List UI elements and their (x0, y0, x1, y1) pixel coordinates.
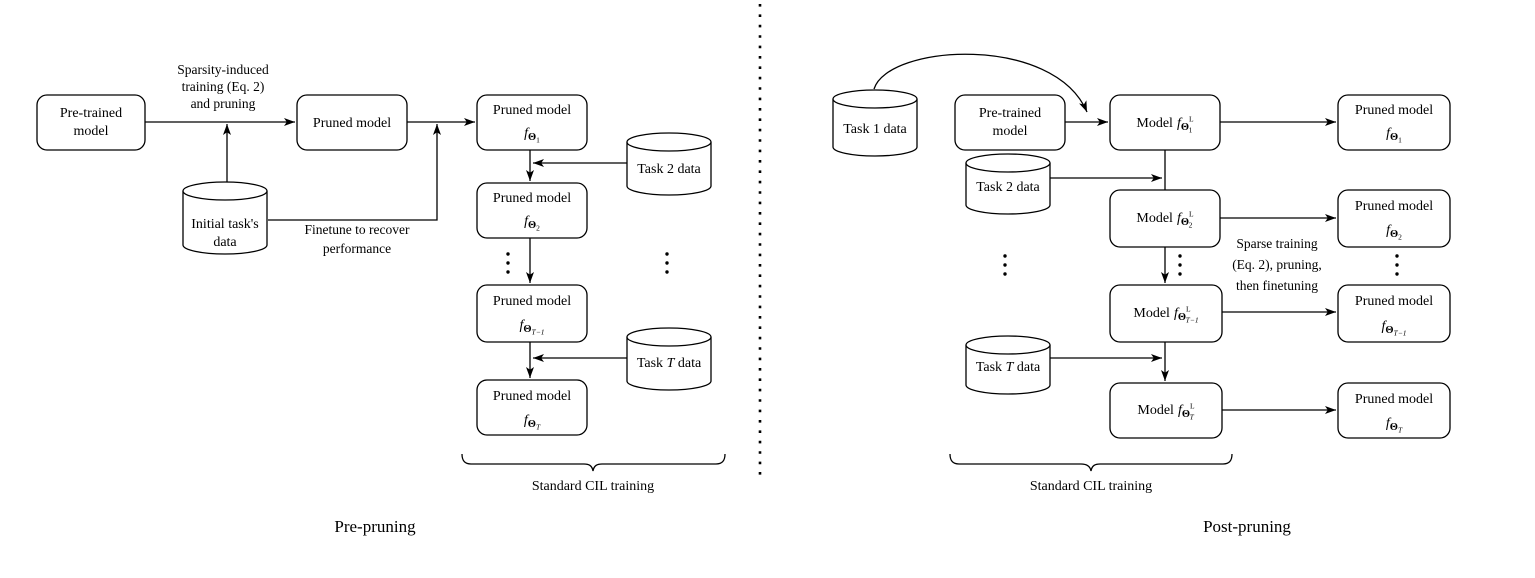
pruned-p2-box (1337, 189, 1451, 248)
pretrained-model-box-right (954, 94, 1066, 151)
taskT-data-label: Task T data (637, 356, 702, 371)
pretrained-right-label-line2: model (993, 124, 1028, 139)
sparsity-label-line1: Sparsity-induced (177, 62, 269, 77)
standard-cil-label-left: Standard CIL training (532, 479, 654, 494)
pruned-pT1-title: Pruned model (1355, 294, 1433, 309)
ellipsis-task-column (665, 252, 669, 274)
pruned-pT1-box (1337, 284, 1451, 343)
pruned-pT-math: fΘT (1386, 416, 1403, 435)
initial-task-data-cylinder: Initial task's data (182, 181, 268, 255)
pruned-pT-box (1337, 382, 1451, 439)
standard-cil-label-right: Standard CIL training (1030, 479, 1152, 494)
sparse-label-line1: Sparse training (1236, 236, 1318, 251)
pretrained-right-label-line1: Pre-trained (979, 106, 1041, 121)
pruned-f1-math: fΘ1 (524, 126, 540, 145)
ellipsis-pruned-chain (506, 252, 510, 274)
pruned-fT1-title: Pruned model (493, 294, 571, 309)
taskT-data-cylinder: Task T data (626, 327, 712, 391)
pruned-pT1-math: fΘT−1 (1381, 319, 1406, 338)
pruned-f1-title: Pruned model (493, 103, 571, 118)
brace-standard-cil-right (949, 453, 1233, 472)
pretrained-model-label-line1: Pre-trained (60, 106, 122, 121)
pruned-p1-box (1337, 94, 1451, 151)
brace-standard-cil-left (461, 453, 726, 472)
pruned-f2-title: Pruned model (493, 191, 571, 206)
pruned-p1-math: fΘ1 (1386, 126, 1402, 145)
task2-data-label: Task 2 data (637, 162, 701, 177)
sparsity-label-line3: and pruning (191, 96, 256, 111)
ellipsis-model-column (1178, 254, 1182, 276)
ellipsis-taskdata-column-right (1003, 254, 1007, 276)
pruned-fT-title: Pruned model (493, 389, 571, 404)
taskT-data-label-right: Task T data (976, 360, 1041, 375)
initial-task-data-label-line2: data (213, 235, 237, 250)
finetune-label-line2: performance (323, 241, 391, 256)
pruned-p2-math: fΘ2 (1386, 223, 1402, 242)
pruned-fT1-math: fΘT−1 (519, 318, 544, 337)
pre-pruning-section: Pre-trained model Sparsity-induced train… (36, 62, 726, 536)
task2-data-cylinder-right: Task 2 data (965, 153, 1051, 215)
pruned-f1-box (476, 94, 588, 151)
pruned-fT-box (476, 379, 588, 436)
model-mT1-box (1109, 284, 1223, 343)
pruned-f2-math: fΘ2 (524, 214, 540, 233)
task1-data-cylinder: Task 1 data (832, 89, 918, 157)
finetune-label-line1: Finetune to recover (305, 222, 410, 237)
pruned-fT-math: fΘT (524, 413, 541, 432)
pretrained-model-label-line2: model (74, 124, 109, 139)
pruned-fT1-box (476, 284, 588, 343)
pretrained-model-box (36, 94, 146, 151)
pruned-f2-box (476, 182, 588, 239)
ellipsis-pruned-column (1395, 254, 1399, 276)
pruned-p1-title: Pruned model (1355, 103, 1433, 118)
initial-task-data-label-line1: Initial task's (191, 217, 258, 232)
task2-data-cylinder: Task 2 data (626, 132, 712, 196)
arrow-task1-curved (873, 53, 1088, 113)
sparsity-label-line2: training (Eq. 2) (182, 79, 265, 94)
arrow-finetune (268, 124, 441, 221)
pre-pruning-caption: Pre-pruning (334, 517, 416, 536)
pruned-pT-title: Pruned model (1355, 392, 1433, 407)
pruned-model-label: Pruned model (313, 116, 391, 131)
taskT-data-cylinder-right: Task T data (965, 335, 1051, 395)
task2-data-label-right: Task 2 data (976, 180, 1040, 195)
sparse-label-line3: then finetuning (1236, 278, 1318, 293)
post-pruning-caption: Post-pruning (1203, 517, 1291, 536)
pruned-p2-title: Pruned model (1355, 199, 1433, 214)
task1-data-label: Task 1 data (843, 122, 907, 137)
sparse-label-line2: (Eq. 2), pruning, (1232, 257, 1322, 272)
